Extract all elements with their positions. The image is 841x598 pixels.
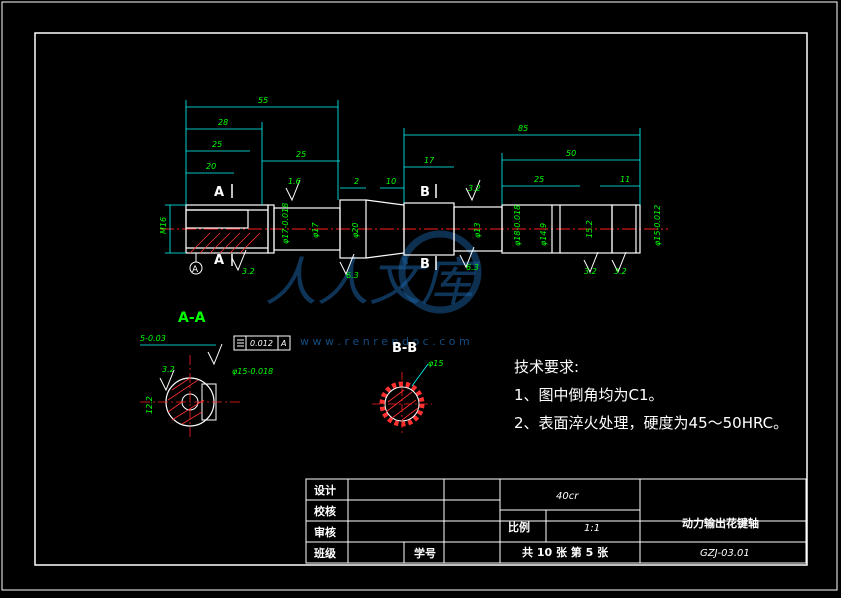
dim-25b: 25 — [296, 150, 306, 159]
dim-3-2c: 3.2 — [584, 267, 597, 276]
dim-28: 28 — [218, 118, 228, 127]
dim-3-2a: 3.2 — [468, 184, 481, 193]
tech-line-1: 1、图中倒角均为C1。 — [514, 386, 664, 404]
dim-55: 55 — [258, 96, 268, 105]
tb-material: 40cr — [556, 491, 579, 502]
section-aa: A-A 5-0.03 φ15-0.018 12.2 3.2 0.012 A — [140, 310, 291, 440]
tb-part-name: 动力输出花键轴 — [682, 516, 759, 530]
dim-1-6: 1.6 — [288, 177, 301, 186]
dim-m16: M16 — [159, 217, 168, 234]
section-bb-dim-phi15: φ15 — [428, 359, 443, 368]
section-aa-dim-3-2: 3.2 — [162, 365, 175, 374]
dim-phi18: φ18-0.018 — [513, 205, 522, 246]
inner-frame — [34, 32, 808, 566]
dim-3-2d: 3.2 — [614, 267, 627, 276]
section-bb-title: B-B — [392, 341, 417, 356]
datum-a-label: A — [192, 265, 199, 275]
watermark-url: w w w . r e n r e n d o c . c o m — [300, 335, 470, 348]
section-mark-a-top: A — [214, 185, 224, 200]
dimension-lines — [165, 100, 641, 254]
dim-15-2: 15.2 — [585, 220, 594, 238]
section-mark-b-top: B — [420, 185, 430, 200]
tolerance-datum: A — [280, 339, 286, 348]
tech-line-2: 2、表面淬火处理，硬度为45～50HRC。 — [514, 414, 788, 432]
section-bb: B-B φ15 — [372, 341, 443, 436]
dim-phi13: φ13 — [473, 223, 482, 238]
dim-phi15a: φ15-0.012 — [653, 205, 662, 246]
dim-phi17b: φ17 — [311, 222, 320, 238]
section-aa-dim-5: 5-0.03 — [140, 334, 166, 343]
section-mark-a-bottom: A — [214, 253, 224, 268]
shaft-hatch — [189, 232, 261, 254]
tb-student-no-label: 学号 — [414, 546, 436, 560]
dim-85: 85 — [518, 124, 528, 133]
dim-20: 20 — [206, 162, 216, 171]
dim-17: 17 — [424, 156, 435, 165]
dim-2: 2 — [354, 177, 359, 186]
dim-6-3b: 6.3 — [466, 263, 479, 272]
tb-check-label: 校核 — [314, 504, 336, 518]
title-block — [305, 478, 807, 564]
tb-scale-label: 比例 — [508, 520, 530, 534]
dim-25a: 25 — [212, 140, 222, 149]
tb-class-label: 班级 — [314, 546, 337, 560]
watermark-ring — [398, 230, 482, 314]
technical-requirements: 技术要求: 1、图中倒角均为C1。 2、表面淬火处理，硬度为45～50HRC。 — [514, 358, 788, 432]
dim-phi20: φ20 — [351, 223, 360, 238]
dim-10: 10 — [386, 177, 396, 186]
section-aa-title: A-A — [178, 310, 206, 326]
section-aa-dim-phi15: φ15-0.018 — [232, 367, 273, 376]
dim-phi17a: φ17-0.018 — [281, 203, 290, 244]
dim-phi14-9: φ14.9 — [539, 223, 548, 246]
dim-25c: 25 — [534, 175, 544, 184]
tb-design-label: 设计 — [314, 483, 336, 497]
tolerance-frame — [233, 335, 291, 351]
datum-a-symbol: A — [189, 253, 203, 275]
tb-review-label: 审核 — [314, 525, 336, 539]
dim-3-2b: 3.2 — [242, 267, 255, 276]
dim-11: 11 — [620, 175, 630, 184]
watermark: 人人文库 w w w . r e n r e n d o c . c o m — [265, 230, 482, 348]
dim-50: 50 — [566, 149, 576, 158]
section-mark-b-bottom: B — [420, 257, 430, 272]
tech-title: 技术要求: — [514, 358, 579, 376]
watermark-text: 人人文库 — [265, 253, 481, 313]
tb-sheets: 共 10 张 第 5 张 — [522, 545, 609, 559]
roughness-marks — [231, 179, 627, 276]
dim-6-3a: 6.3 — [346, 271, 359, 280]
tb-drawing-no: GZJ-03.01 — [700, 548, 750, 559]
tolerance-value: 0.012 — [250, 339, 273, 348]
tb-scale-value: 1:1 — [584, 523, 600, 534]
section-aa-dim-12-2: 12.2 — [145, 396, 154, 414]
